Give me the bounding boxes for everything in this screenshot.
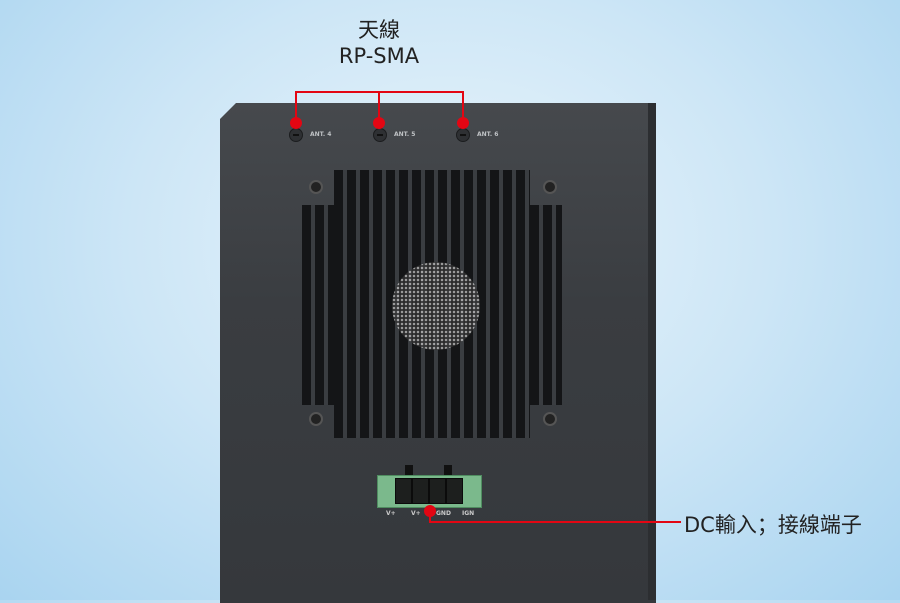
pin-label: IGN (462, 510, 475, 517)
antenna-label-6: ANT. 6 (477, 131, 499, 138)
antenna-port-4 (289, 128, 303, 142)
terminal-plug (446, 478, 463, 504)
terminal-latch (444, 465, 452, 475)
screw-icon (309, 412, 323, 426)
antenna-label-5: ANT. 5 (394, 131, 416, 138)
screw-icon (309, 180, 323, 194)
pin-label: V+ (386, 510, 396, 517)
callout-dot (457, 117, 469, 129)
antenna-callout-title: 天線 (358, 18, 400, 42)
vent-grille-right (530, 205, 562, 405)
pin-label: V+ (411, 510, 421, 517)
callout-dot (373, 117, 385, 129)
callout-line (378, 91, 380, 121)
device-side-edge (648, 103, 656, 600)
antenna-label-4: ANT. 4 (310, 131, 332, 138)
callout-line (429, 521, 681, 523)
pin-label: GND (436, 510, 451, 517)
terminal-plug (429, 478, 446, 504)
terminal-latch (405, 465, 413, 475)
callout-dot (290, 117, 302, 129)
screw-icon (543, 180, 557, 194)
callout-line (462, 91, 464, 121)
screw-icon (543, 412, 557, 426)
callout-line (429, 510, 431, 523)
antenna-port-5 (373, 128, 387, 142)
callout-line (295, 91, 297, 121)
terminal-plug (395, 478, 412, 504)
terminal-plug (412, 478, 429, 504)
antenna-port-6 (456, 128, 470, 142)
vent-grille-left (302, 205, 334, 405)
dc-callout-label: DC輸入；接線端子 (684, 513, 862, 537)
fan (392, 262, 480, 350)
dc-terminal-block (377, 475, 482, 508)
antenna-callout-subtitle: RP-SMA (338, 44, 420, 68)
